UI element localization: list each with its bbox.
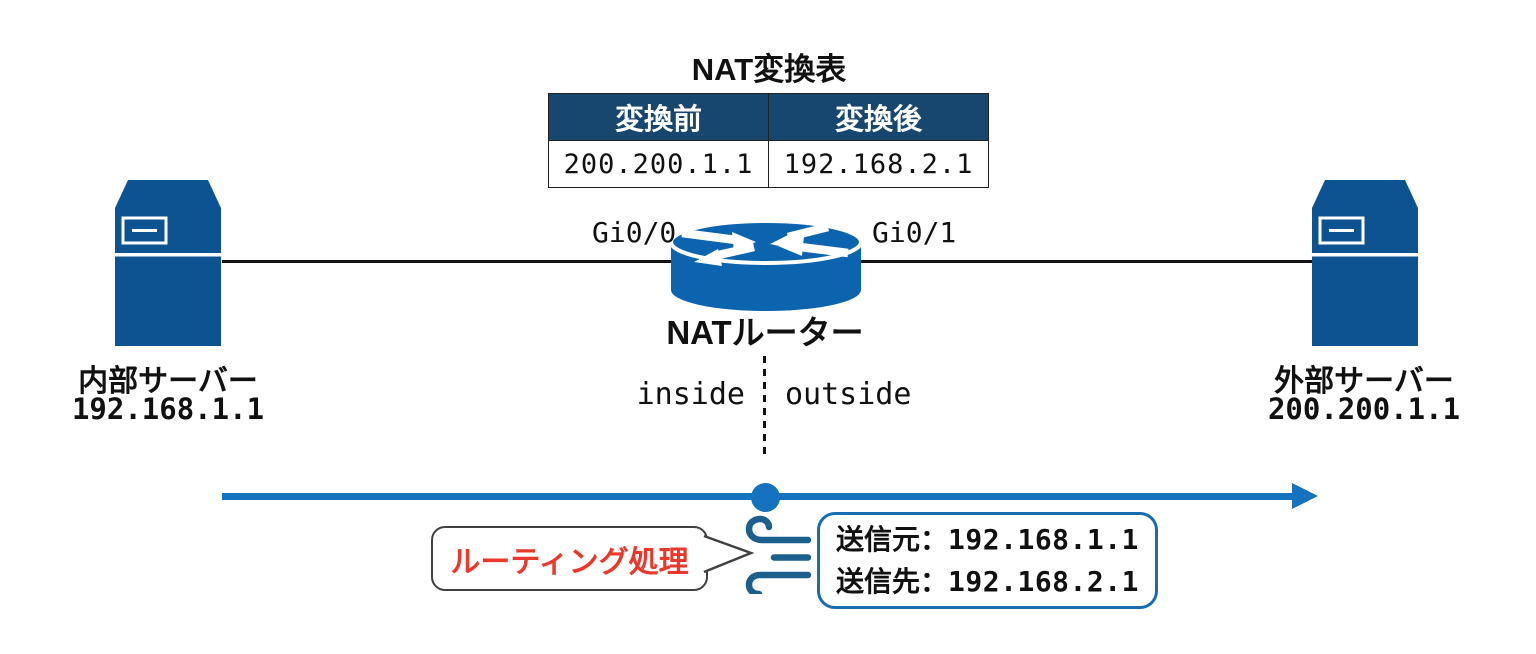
packet-dest-row: 送信先： 192.168.2.1 [836, 561, 1139, 603]
router-label: NATルーター [666, 314, 864, 351]
packet-source-ip: 192.168.1.1 [948, 522, 1139, 556]
packet-source-label: 送信元： [836, 523, 949, 555]
packet-dest-label: 送信先： [836, 565, 949, 597]
packet-info-box: 送信元： 192.168.1.1 送信先： 192.168.2.1 [817, 512, 1158, 609]
zone-boundary-dotted-line [763, 356, 766, 458]
callout-tail [703, 534, 754, 574]
inside-zone-label: inside [636, 377, 745, 412]
packet-flow-arrowhead-icon [1292, 483, 1318, 509]
table-header-after: 変換後 [768, 93, 989, 141]
nat-point-dot [751, 483, 780, 512]
routing-callout-text: ルーティング処理 [450, 545, 689, 579]
nat-table-title: NAT変換表 [691, 52, 847, 87]
routing-callout-bubble: ルーティング処理 [431, 526, 708, 591]
external-server-label: 外部サーバー [1274, 365, 1454, 398]
wind-icon [745, 515, 812, 594]
table-cell-after-ip: 192.168.2.1 [768, 140, 989, 188]
nat-translation-table: 変換前 変換後 200.200.1.1 192.168.2.1 [548, 93, 989, 188]
table-header-before: 変換前 [548, 93, 769, 141]
internal-server-ip: 192.168.1.1 [71, 392, 265, 426]
table-cell-before-ip: 200.200.1.1 [548, 140, 769, 188]
external-server-icon [1312, 180, 1418, 346]
interface-gi0-1-label: Gi0/1 [872, 216, 957, 249]
interface-gi0-0-label: Gi0/0 [592, 216, 677, 249]
packet-dest-ip: 192.168.2.1 [948, 564, 1139, 598]
table-row: 200.200.1.1 192.168.2.1 [548, 140, 989, 188]
table-header-row: 変換前 変換後 [548, 93, 989, 141]
outside-zone-label: outside [785, 377, 912, 412]
packet-source-row: 送信元： 192.168.1.1 [836, 519, 1139, 561]
external-server-ip: 200.200.1.1 [1267, 392, 1461, 426]
internal-server-icon [115, 180, 221, 346]
router-icon [669, 220, 863, 311]
internal-server-label: 内部サーバー [78, 365, 258, 398]
